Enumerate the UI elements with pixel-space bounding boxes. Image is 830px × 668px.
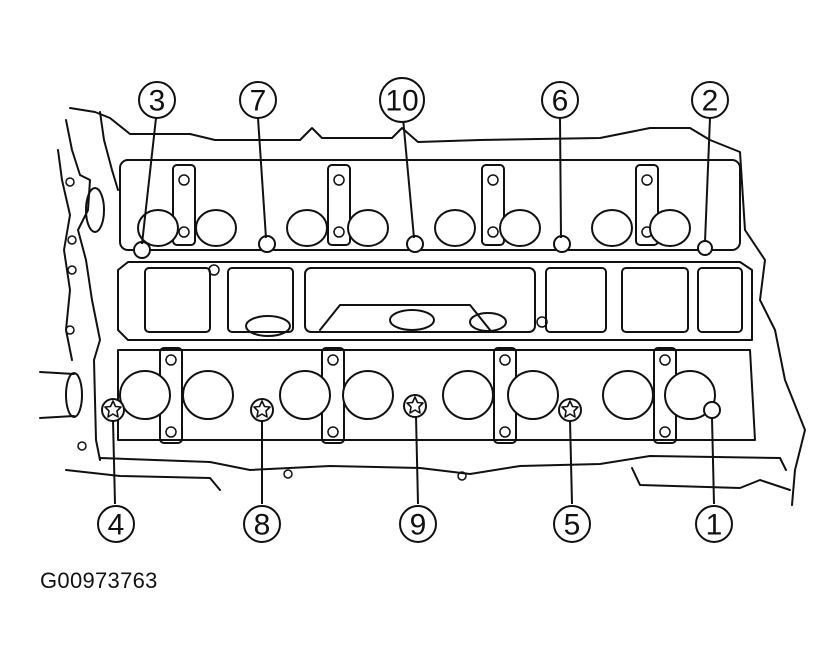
- cylinder-head-outline: [39, 107, 806, 506]
- callout-label: 2: [702, 85, 719, 118]
- leader-3: [141, 117, 157, 245]
- callout-label: 5: [564, 509, 581, 542]
- bolt-2: [697, 240, 713, 256]
- leader-7: [257, 117, 267, 239]
- leader-9: [415, 415, 419, 505]
- callout-7: 7: [239, 81, 277, 119]
- bolt-4: [101, 398, 125, 422]
- callout-4: 4: [97, 505, 135, 543]
- bolt-3: [133, 241, 151, 259]
- callout-1: 1: [695, 505, 733, 543]
- leader-10: [402, 117, 415, 239]
- bolt-8: [250, 398, 274, 422]
- callout-label: 9: [410, 509, 427, 542]
- upper-valve-tappets: [137, 209, 691, 247]
- bolt-5: [558, 398, 582, 422]
- leader-2: [704, 117, 711, 243]
- bolt-9: [403, 394, 427, 418]
- callout-label: 7: [250, 85, 267, 118]
- callout-8: 8: [243, 505, 281, 543]
- leader-1: [711, 417, 715, 505]
- callout-3: 3: [138, 81, 176, 119]
- callout-label: 3: [149, 85, 166, 118]
- callout-label: 1: [706, 509, 723, 542]
- bolt-10: [406, 235, 424, 253]
- callout-label: 4: [108, 509, 125, 542]
- upper-cam-journals: [172, 164, 659, 246]
- callout-5: 5: [553, 505, 591, 543]
- leader-4: [112, 419, 116, 505]
- callout-label: 8: [254, 509, 271, 542]
- bolt-7: [258, 235, 276, 253]
- callouts: 3 7 10 6 2 4 8 9: [97, 77, 733, 543]
- callout-label: 10: [385, 85, 418, 118]
- callout-2: 2: [691, 81, 729, 119]
- callout-6: 6: [541, 81, 579, 119]
- bolt-6: [553, 235, 571, 253]
- bolt-1: [703, 401, 721, 419]
- leader-5: [569, 419, 573, 505]
- lower-valve-tappets: [119, 370, 716, 420]
- callout-10: 10: [379, 77, 425, 123]
- figure-id: G00973763: [40, 568, 158, 593]
- callout-9: 9: [399, 505, 437, 543]
- callout-label: 6: [552, 85, 569, 118]
- center-rail: [117, 261, 753, 341]
- leader-6: [559, 117, 562, 239]
